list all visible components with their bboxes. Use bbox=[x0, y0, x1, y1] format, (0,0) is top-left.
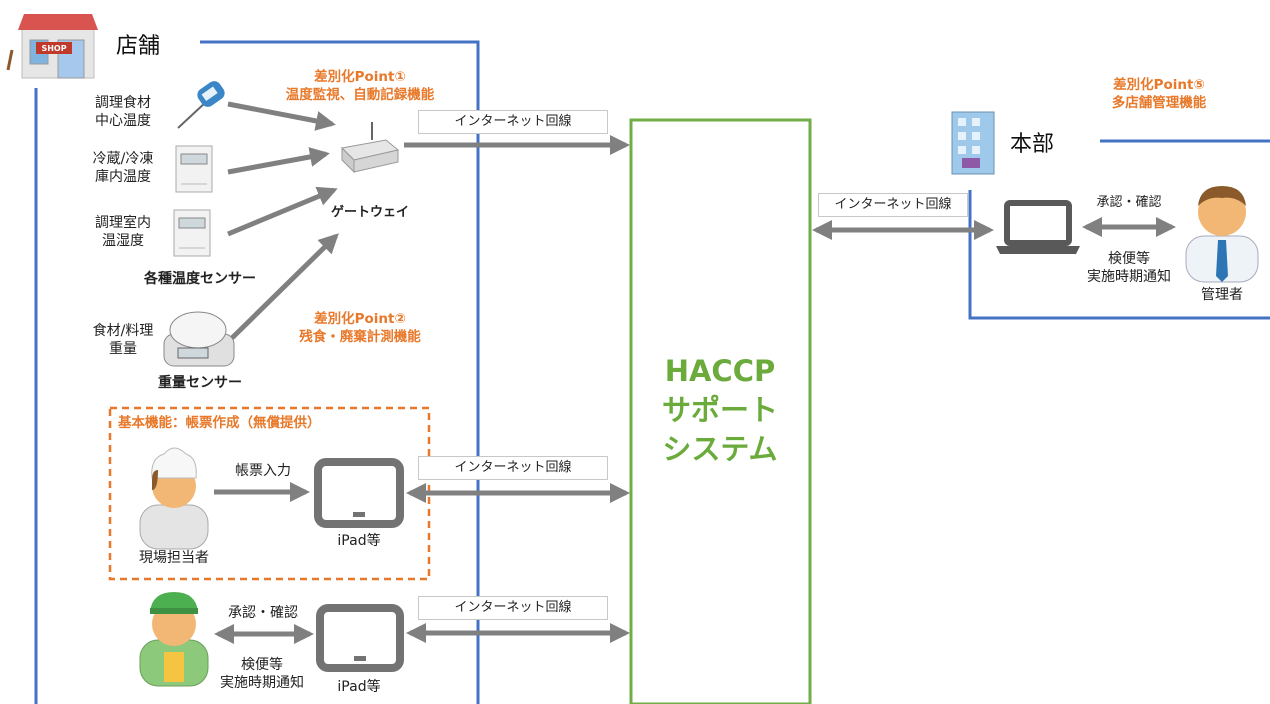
hq-inspection-line1: 検便等 bbox=[1108, 251, 1150, 267]
store-approve-label: 承認・確認 bbox=[228, 605, 298, 621]
ipad-icon bbox=[314, 458, 404, 528]
gateway-label: ゲートウェイ bbox=[330, 205, 409, 220]
chef-icon bbox=[139, 447, 209, 550]
weight-item-label: 食材/料理 重量 bbox=[78, 322, 168, 358]
arrow-weight-to-gateway bbox=[230, 233, 339, 340]
room-sensor-icon bbox=[173, 209, 211, 257]
point2-label: 差別化Point② 残食・廃棄計測機能 bbox=[280, 310, 440, 346]
staff-label: 現場担当者 bbox=[139, 550, 209, 566]
point1-label: 差別化Point① 温度監視、自動記録機能 bbox=[270, 68, 450, 104]
hq-inspection-line2: 実施時期通知 bbox=[1087, 269, 1171, 285]
basic-function-label: 基本機能：帳票作成（無償提供） bbox=[118, 415, 321, 431]
haccp-line2: サポート bbox=[661, 393, 778, 427]
weight-item-line1: 食材/料理 bbox=[92, 323, 154, 339]
svg-text:SHOP: SHOP bbox=[41, 44, 66, 53]
hq-inspection-label: 検便等 実施時期通知 bbox=[1074, 250, 1184, 286]
point2-desc: 残食・廃棄計測機能 bbox=[299, 329, 421, 345]
shop-icon: SHOP bbox=[6, 14, 98, 79]
ipad2-label: iPad等 bbox=[337, 679, 381, 695]
sensors-label: 各種温度センサー bbox=[144, 271, 256, 287]
room-temp-label: 調理室内 温湿度 bbox=[78, 214, 168, 250]
building-icon bbox=[951, 111, 995, 175]
internet-line-box: インターネット回線 bbox=[818, 193, 968, 217]
manager-icon bbox=[1185, 186, 1259, 283]
haccp-system-box bbox=[629, 118, 812, 704]
scale-icon bbox=[163, 311, 235, 367]
core-temp-line2: 中心温度 bbox=[95, 113, 151, 129]
fridge-temp-label: 冷蔵/冷凍 庫内温度 bbox=[78, 150, 168, 186]
store-manager-icon bbox=[139, 592, 209, 687]
weight-sensor-label: 重量センサー bbox=[158, 375, 242, 391]
form-input-label: 帳票入力 bbox=[235, 463, 291, 479]
point2-title: 差別化Point② bbox=[314, 311, 406, 327]
arrow-fridge-to-gateway bbox=[227, 147, 330, 175]
ipad-icon bbox=[316, 604, 404, 672]
point5-label: 差別化Point⑤ 多店舗管理機能 bbox=[1084, 76, 1234, 112]
internet-line-box: インターネット回線 bbox=[418, 110, 608, 134]
haccp-line3: システム bbox=[662, 432, 778, 466]
fridge-temp-line1: 冷蔵/冷凍 bbox=[92, 151, 154, 167]
store-inspection-line2: 実施時期通知 bbox=[220, 675, 304, 691]
gateway-icon bbox=[340, 122, 400, 174]
laptop-icon bbox=[996, 200, 1080, 254]
core-temp-label: 調理食材 中心温度 bbox=[78, 94, 168, 130]
hq-title: 本部 bbox=[1010, 132, 1055, 157]
haccp-line1: HACCP bbox=[664, 354, 776, 388]
fridge-sensor-icon bbox=[175, 145, 213, 193]
point1-title: 差別化Point① bbox=[314, 69, 406, 85]
internet-line-box: インターネット回線 bbox=[418, 456, 608, 480]
point5-desc: 多店舗管理機能 bbox=[1111, 95, 1207, 111]
thermometer-icon bbox=[177, 81, 225, 129]
room-temp-line1: 調理室内 bbox=[95, 215, 151, 231]
room-temp-line2: 温湿度 bbox=[102, 233, 144, 249]
internet-line-box: インターネット回線 bbox=[418, 596, 608, 620]
store-title: 店舗 bbox=[116, 34, 161, 59]
basic-function-frame bbox=[108, 406, 431, 581]
core-temp-line1: 調理食材 bbox=[95, 95, 151, 111]
arrow-core-to-gateway bbox=[227, 101, 336, 131]
fridge-temp-line2: 庫内温度 bbox=[95, 169, 151, 185]
arrow-room-to-gateway bbox=[227, 186, 338, 237]
point1-desc: 温度監視、自動記録機能 bbox=[285, 87, 435, 103]
weight-item-line2: 重量 bbox=[109, 341, 137, 357]
store-inspection-line1: 検便等 bbox=[241, 657, 283, 673]
store-inspection-label: 検便等 実施時期通知 bbox=[204, 656, 320, 692]
ipad1-label: iPad等 bbox=[337, 533, 381, 549]
point5-title: 差別化Point⑤ bbox=[1113, 77, 1205, 93]
manager-label: 管理者 bbox=[1201, 287, 1243, 303]
hq-approve-label: 承認・確認 bbox=[1096, 195, 1162, 210]
haccp-system-label: HACCP サポート システム bbox=[632, 352, 808, 469]
